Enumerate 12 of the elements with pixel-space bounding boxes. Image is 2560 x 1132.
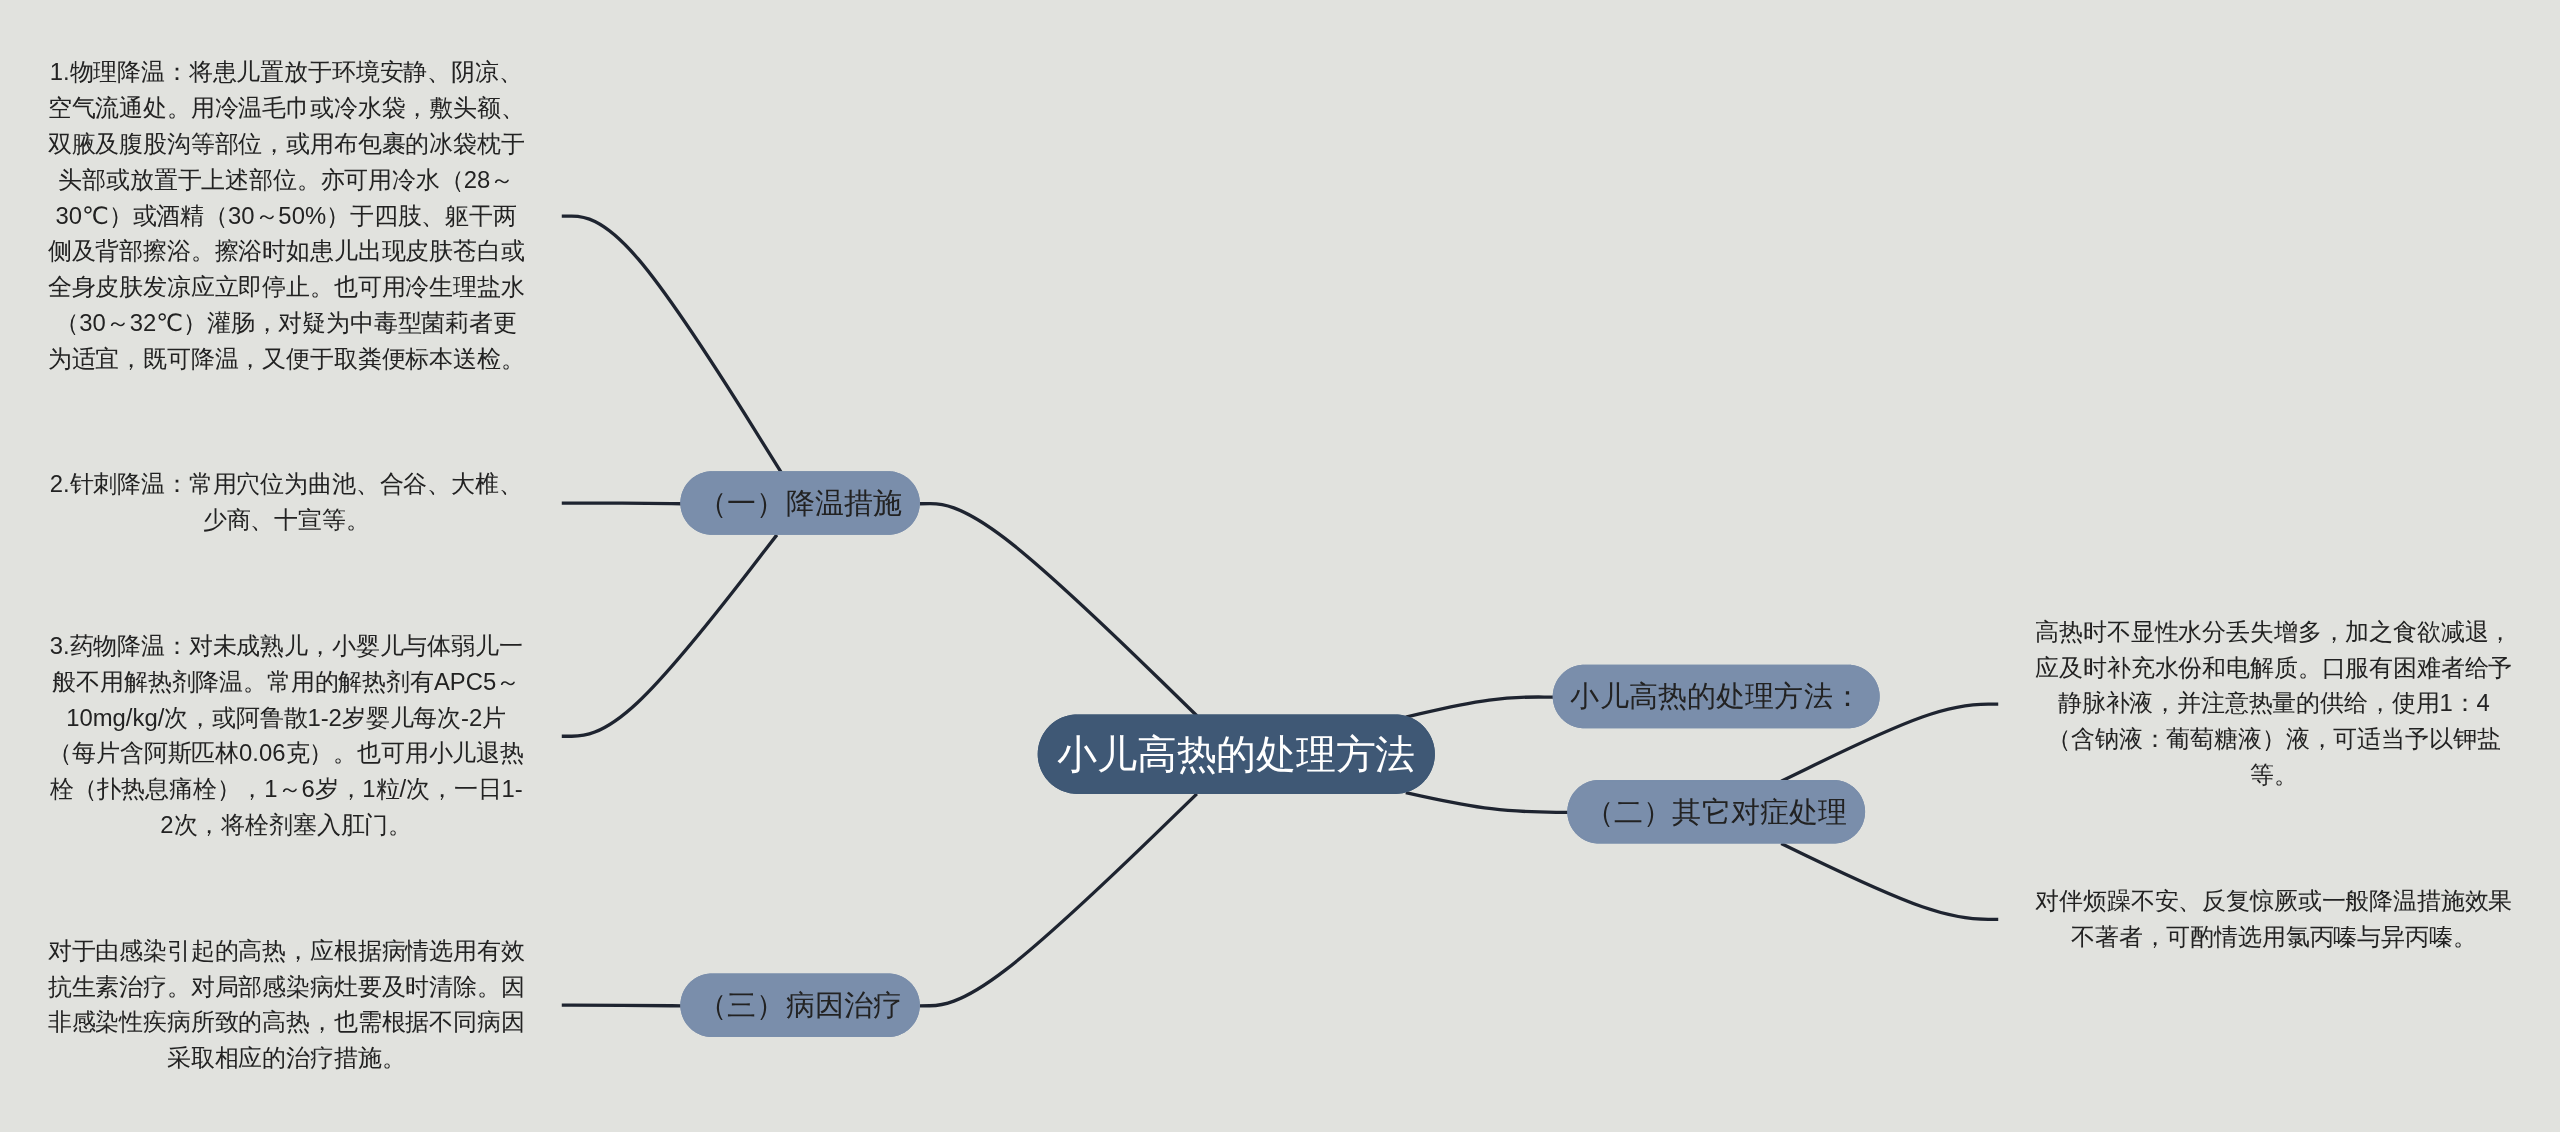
node-text: 对于由感染引起的高热，应根据病情选用有效抗生素治疗。对局部感染病灶要及时清除。因非感染性疾病所致的高热，也需根据不同病因采取相应的治疗措施。 (47, 937, 525, 1072)
node-text: 高热时不显性水分丢失增多，加之食欲减退，应及时补充水份和电解质。口服有困难者给予静脉补液，并注意热量的供给，使用1：4（含钠液：葡萄糖液）液，可适当予以钾盐等。 (2035, 618, 2513, 789)
node-text: 3.药物降温：对未成熟儿，小婴儿与体弱儿一般不用解热剂降温。常用的解热剂有APC5～10mg/kg/次，或阿鲁散1-2岁婴儿每次-2片（每片含阿斯匹林0.06克）。也可用小儿退热栓（扑热息痛栓），1～6岁，1粒/次，一日1-2次，将栓剂塞入肛门。 (48, 632, 525, 839)
connector (561, 501, 682, 506)
connector (1780, 842, 1999, 922)
node-text: 对伴烦躁不安、反复惊厥或一般降温措施效果不著者，可酌情选用氯丙嗪与异丙嗪。 (2035, 887, 2513, 950)
connector (919, 501, 1198, 717)
connector (561, 533, 779, 738)
node-text: 1.物理降温：将患儿置放于环境安静、阴凉、空气流通处。用冷温毛巾或冷水袋，敷头额、双腋及腹股沟等部位，或用布包裹的冰袋枕于头部或放置于上述部位。亦可用冷水（28～30℃）或酒精（30～50%）于四肢、躯干两侧及背部擦浴。擦浴时如患儿出现皮肤苍白或全身皮肤发凉应立即停止。也可用冷生理盐水（30～32℃）灌肠，对疑为中毒型菌莉者更为适宜，既可降温，又便于取粪便标本送检。 (47, 59, 525, 372)
node-text: 2.针刺降温：常用穴位为曲池、合谷、大椎、少商、十宣等。 (49, 471, 523, 534)
connector (919, 792, 1198, 1008)
connector (561, 1003, 682, 1008)
